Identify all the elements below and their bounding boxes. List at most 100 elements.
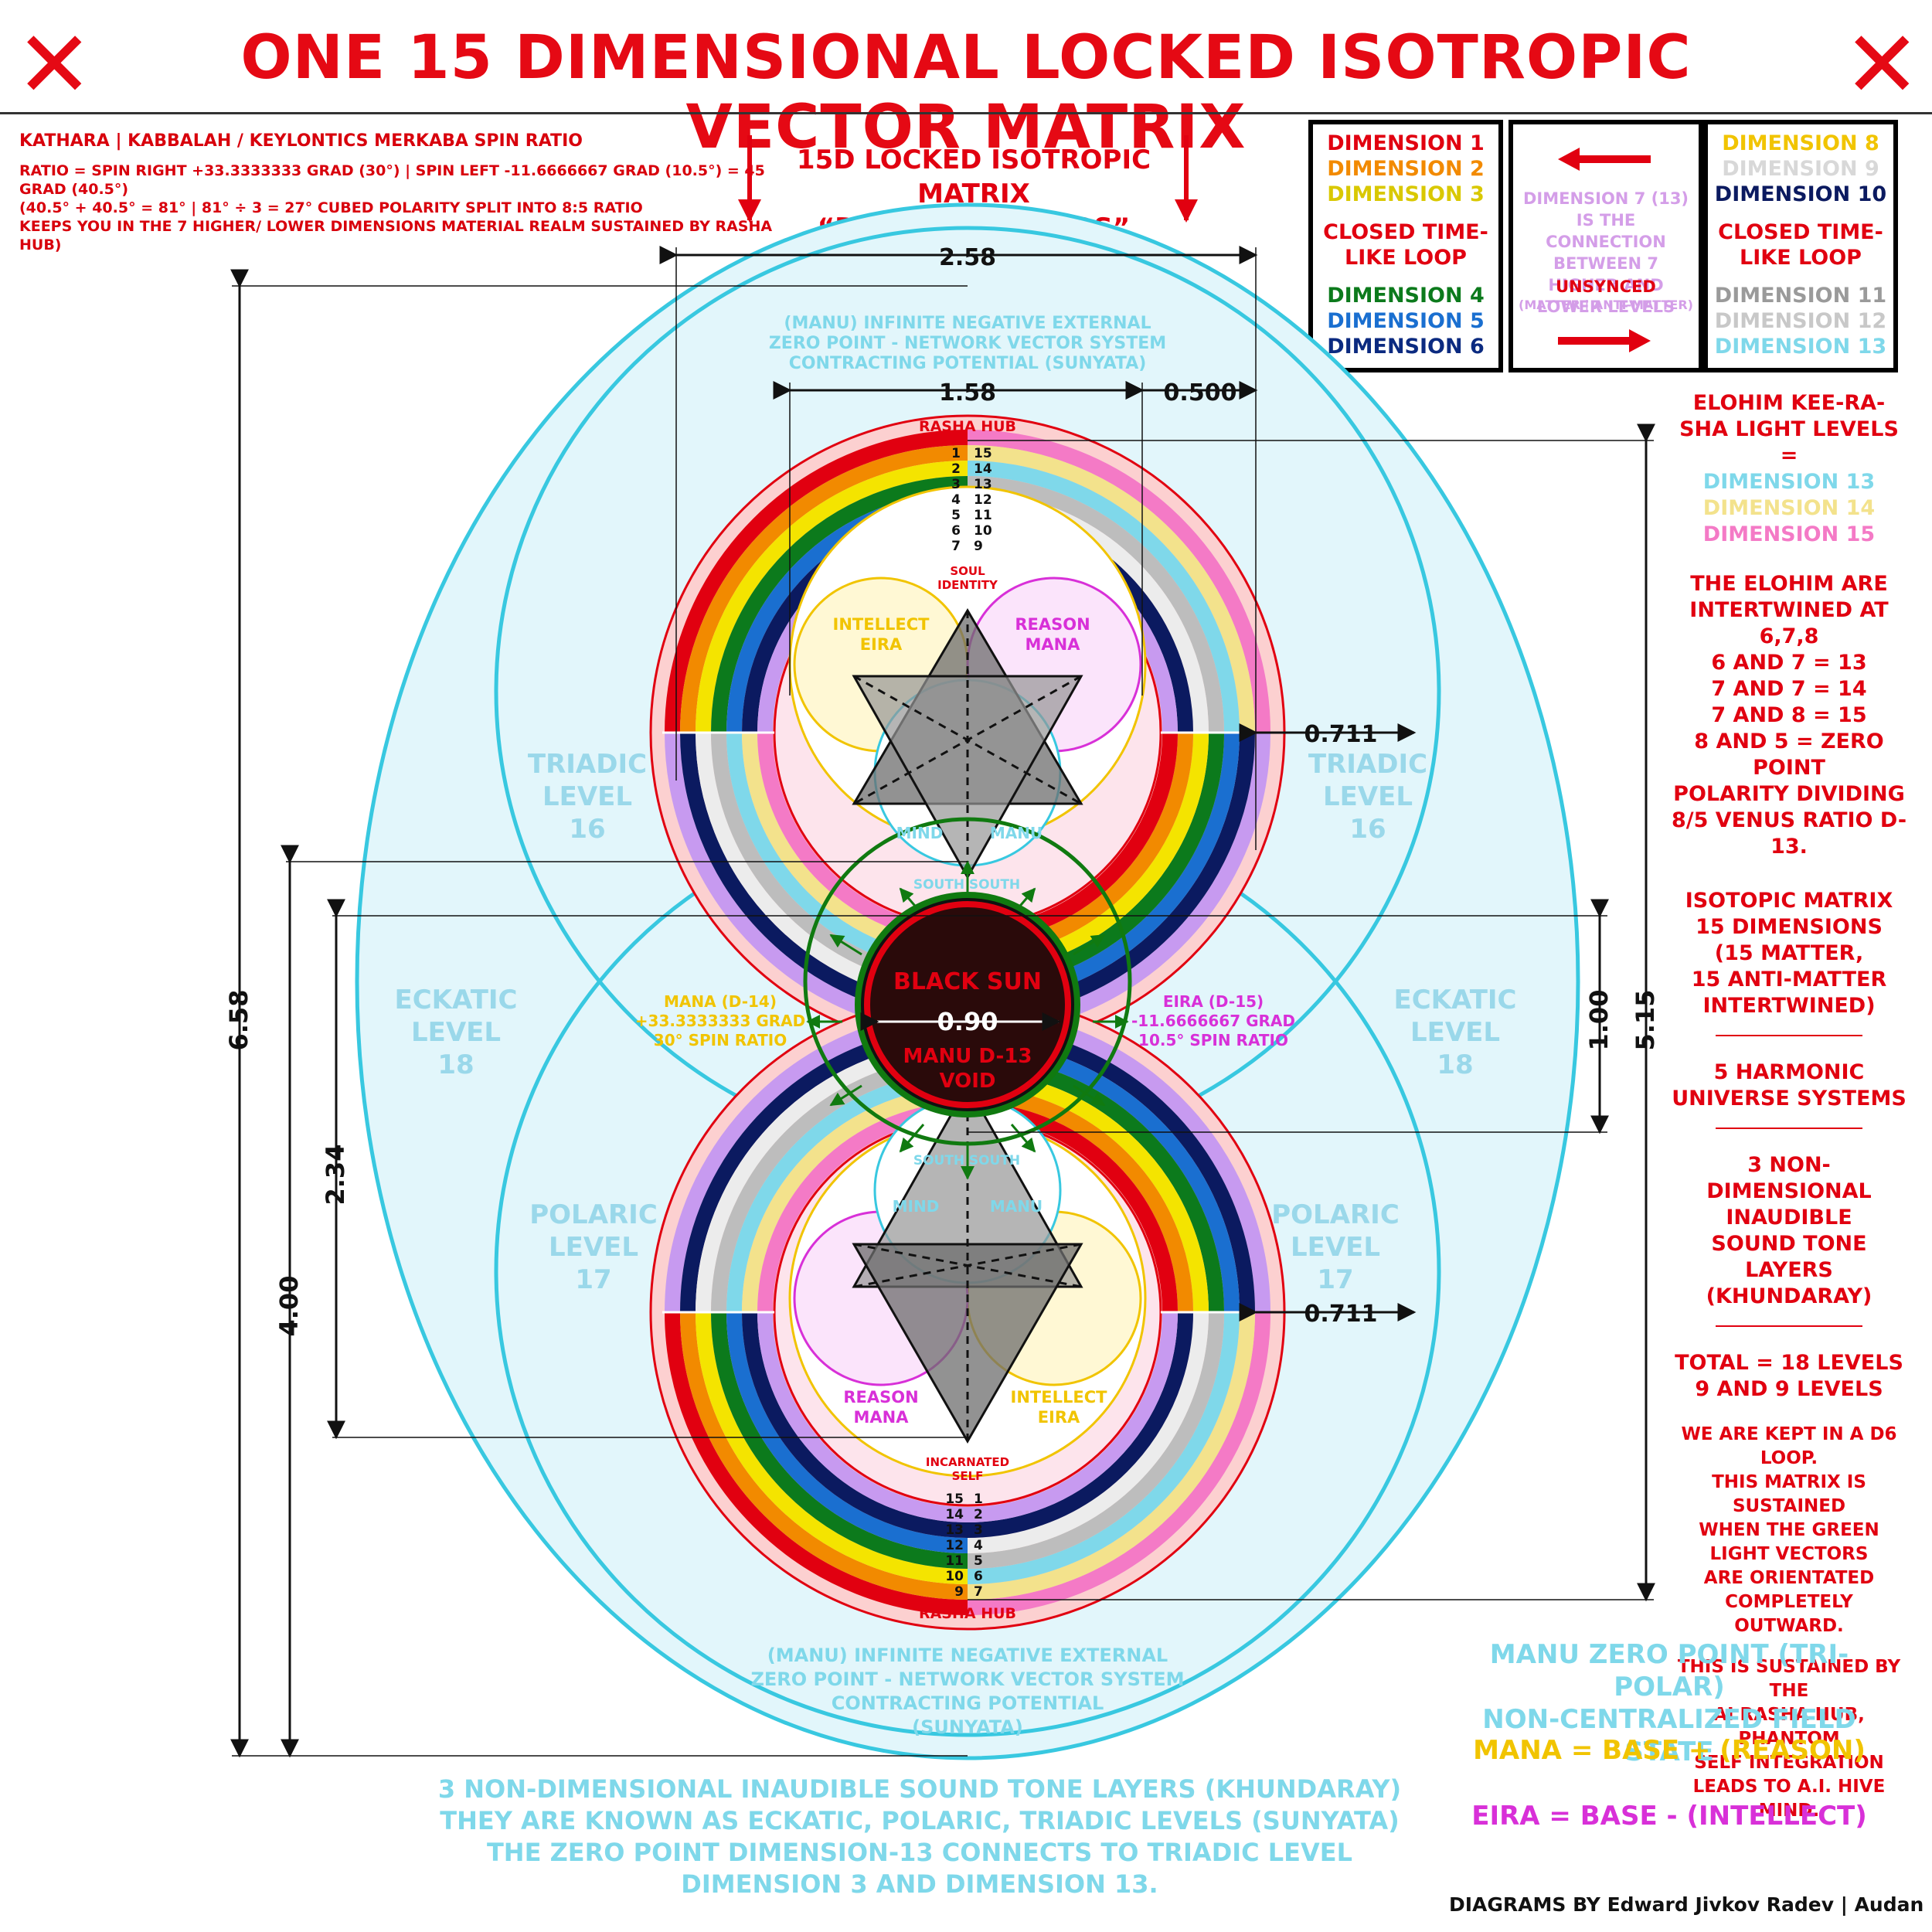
- dimension-ring-arc: [967, 1311, 1209, 1553]
- manu-bottom-text: (MANU) INFINITE NEGATIVE EXTERNAL: [767, 1645, 1168, 1666]
- harmonic-line: UNIVERSE SYSTEMS: [1672, 1087, 1906, 1111]
- page-title: ONE 15 DIMENSIONAL LOCKED ISOTROPIC VECT…: [240, 23, 1692, 162]
- sustained-line: THIS IS SUSTAINED BY THE: [1677, 1657, 1901, 1701]
- legend-dim-2: DIMENSION 2: [1327, 157, 1485, 181]
- south-label: SOUTH: [913, 1153, 964, 1168]
- ring-number: 6: [951, 523, 961, 539]
- total-line: 9 AND 9 LEVELS: [1695, 1377, 1883, 1401]
- ring-number: 7: [974, 1584, 983, 1600]
- bottom-line: THEY ARE KNOWN AS ECKATIC, POLARIC, TRIA…: [440, 1806, 1400, 1835]
- eira-formula: EIRA = BASE - (INTELLECT): [1471, 1801, 1867, 1832]
- triadic-level-left: LEVEL: [543, 781, 632, 812]
- dimension-ring-arc: [967, 1311, 1255, 1600]
- manu-top-text: (MANU) INFINITE NEGATIVE EXTERNAL: [784, 314, 1151, 333]
- manu-top-text: CONTRACTING POTENTIAL (SUNYATA): [789, 354, 1147, 373]
- mana-d14-label: MANA (D-14): [664, 992, 777, 1011]
- ring-number: 15: [974, 446, 992, 461]
- isotopic-line: (15 MATTER,: [1714, 941, 1864, 965]
- manu-zero-point: MANU ZERO POINT (TRI-POLAR) NON-CENTRALI…: [1437, 1638, 1901, 1768]
- dimension-ring-arc: [967, 1311, 1193, 1538]
- legend-loop: CLOSED TIME-LIKE LOOP: [1323, 220, 1488, 270]
- tone-line: SOUND TONE LAYERS: [1711, 1232, 1867, 1282]
- dimension-ring-arc: [665, 1311, 968, 1615]
- tone-line: INAUDIBLE: [1726, 1206, 1852, 1230]
- triadic-level-left: 16: [569, 814, 605, 845]
- dimension-ring-arc: [711, 1311, 968, 1569]
- dimension-lines: [230, 246, 1655, 1758]
- manu-top-text: ZERO POINT - NETWORK VECTOR SYSTEM: [769, 334, 1166, 353]
- bottom-line: THE ZERO POINT DIMENSION-13 CONNECTS TO …: [486, 1838, 1353, 1867]
- credit: DIAGRAMS BY Edward Jivkov Radev | Audan: [1449, 1893, 1924, 1916]
- dim-label-0-90: 0.90: [937, 1007, 998, 1036]
- incarnated-self-label: SELF: [952, 1469, 984, 1483]
- loop-line: WHEN THE GREEN: [1699, 1520, 1879, 1540]
- elohim-line: 8 AND 5 = ZERO POINT: [1694, 730, 1884, 780]
- legend-dim-3: DIMENSION 3: [1327, 182, 1485, 206]
- legend-dim-12: DIMENSION 12: [1714, 309, 1887, 333]
- green-vector-arrow: [1010, 1124, 1036, 1153]
- harmonic-text: 5 HARMONIC UNIVERSE SYSTEMS: [1669, 1060, 1909, 1112]
- bottom-line: DIMENSION 3 AND DIMENSION 13.: [681, 1869, 1158, 1899]
- isotopic-text: ISOTOPIC MATRIX 15 DIMENSIONS (15 MATTER…: [1669, 888, 1909, 1019]
- manu-void-label: MANU D-13: [903, 1045, 1032, 1068]
- mana-d14-label: 30° SPIN RATIO: [654, 1031, 787, 1049]
- dim-label-2-34: 2.34: [321, 1145, 350, 1206]
- eckatic-level-left: 18: [437, 1049, 474, 1080]
- sidebar-separator: [1716, 1128, 1862, 1129]
- elohim-dim-14: DIMENSION 14: [1702, 496, 1876, 520]
- bottom-line: 3 NON-DIMENSIONAL INAUDIBLE SOUND TONE L…: [437, 1774, 1402, 1804]
- rasha-hub-top: RASHA HUB: [919, 418, 1016, 435]
- legend-dim-13: DIMENSION 13: [1714, 335, 1887, 359]
- green-vector-arrow: [829, 934, 862, 956]
- loop-line: LIGHT VECTORS: [1709, 1544, 1869, 1564]
- isotopic-line: ISOTOPIC MATRIX: [1685, 889, 1893, 913]
- legend-unsynced: UNSYNCED: [1556, 277, 1656, 296]
- loop-line: THIS MATRIX IS SUSTAINED: [1712, 1472, 1866, 1516]
- legend-dim-8: DIMENSION 8: [1722, 131, 1879, 155]
- ring-number: 1: [951, 446, 961, 461]
- eckatic-level-right: 18: [1437, 1049, 1473, 1080]
- dimension-ring-arc: [680, 445, 968, 733]
- polaric-level-right: LEVEL: [1291, 1232, 1380, 1263]
- close-x-icon-right: ✕: [1843, 12, 1921, 119]
- dimension-ring-arc: [967, 1311, 1178, 1522]
- ring-number: 13: [945, 1522, 964, 1538]
- ring-number: 3: [951, 477, 961, 492]
- ring-number: 11: [974, 508, 992, 523]
- star-tetrahedron-bottom-icon: [852, 1083, 1083, 1444]
- ring-number: 11: [945, 1553, 964, 1569]
- legend-box-left: DIMENSION 1 DIMENSION 2 DIMENSION 3 CLOS…: [1308, 120, 1503, 372]
- legend-dim-4: DIMENSION 4: [1327, 284, 1485, 308]
- mind-label-bottom: MIND: [893, 1197, 940, 1216]
- green-vector-arrow: [1073, 934, 1106, 956]
- ring-number: 7: [951, 539, 961, 554]
- loop-line: ARE ORIENTATED: [1703, 1568, 1875, 1588]
- eira-d15-label: EIRA (D-15): [1163, 992, 1264, 1011]
- ring-number: 4: [951, 492, 961, 508]
- dim-label-1-58: 1.58: [939, 379, 996, 406]
- manu-line: MANU ZERO POINT (TRI-POLAR): [1489, 1639, 1849, 1702]
- tone-line: (KHUNDARAY): [1706, 1284, 1872, 1308]
- dimension-ring-arc: [967, 476, 1224, 733]
- elohim-line: INTERTWINED AT 6,7,8: [1689, 598, 1889, 648]
- ring-number: 10: [974, 523, 992, 539]
- header-left: KATHARA | KABBALAH / KEYLONTICS MERKABA …: [19, 131, 777, 254]
- dimension-ring-arc: [742, 1311, 968, 1538]
- eira-d15-label: 10.5° SPIN RATIO: [1138, 1031, 1288, 1049]
- manu-line: NON-CENTRALIZED FIELD STATE: [1482, 1704, 1856, 1767]
- ring-number: 2: [974, 1507, 983, 1522]
- reason-mana-top: MANA: [1026, 635, 1081, 654]
- legend-dim-6: DIMENSION 6: [1327, 335, 1485, 359]
- manu-label-bottom: MANU: [990, 1197, 1043, 1216]
- loop-text: WE ARE KEPT IN A D6 LOOP. THIS MATRIX IS…: [1669, 1423, 1909, 1638]
- arrow-right-icon: [1558, 329, 1651, 352]
- loop-line: COMPLETELY OUTWARD.: [1725, 1592, 1853, 1636]
- black-sun-icon: [855, 892, 1080, 1117]
- elohim-line: POLARITY DIVIDING: [1673, 782, 1905, 806]
- ring-number: 4: [974, 1538, 983, 1553]
- ring-number: 14: [974, 461, 992, 477]
- elohim-line: 8/5 VENUS RATIO D-13.: [1671, 808, 1907, 859]
- intellect-eira-top: EIRA: [860, 635, 903, 654]
- legend-dim-9: DIMENSION 9: [1722, 157, 1879, 181]
- isotopic-line: 15 DIMENSIONS: [1696, 915, 1883, 939]
